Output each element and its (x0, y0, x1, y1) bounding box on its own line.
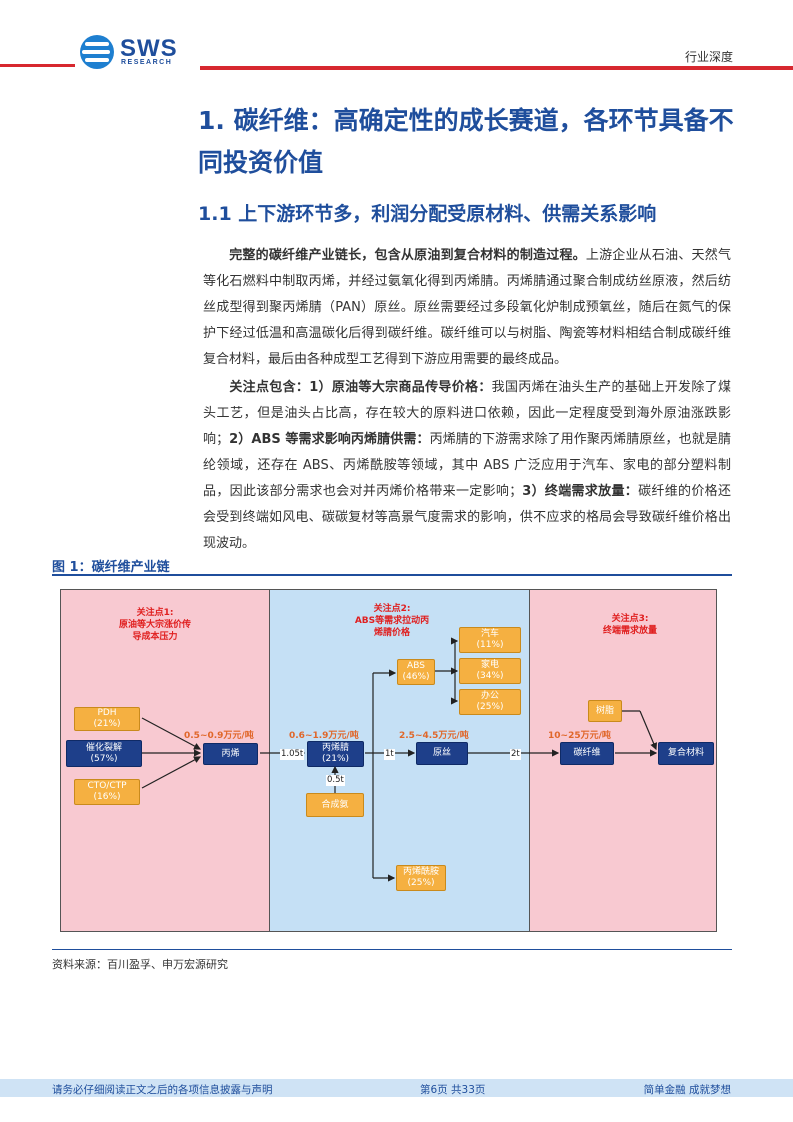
paragraph-text: 碳纤维的价格还会受到终端如风电、碳碳复材等高景气度需求的影响，供不应求的格局会导… (203, 484, 731, 551)
qty-ammonia: 0.5t (326, 775, 345, 786)
focus-point-1: 关注点1:原油等大宗涨价传导成本压力 (118, 608, 191, 642)
logo-globe-icon (80, 35, 114, 69)
figure-source: 资料来源：百川盈孚、申万宏源研究 (52, 958, 228, 971)
price-label-acrylonitrile: 0.6~1.9万元/吨 (289, 731, 359, 741)
node-catalytic-cracking: 催化裂解(57%) (66, 740, 142, 767)
node-pdh: PDH(21%) (74, 707, 140, 731)
disclaimer-note: 请务必仔细阅读正文之后的各项信息披露与声明 (52, 1084, 273, 1096)
page-header: SWS RESEARCH 行业深度 (0, 0, 793, 80)
paragraph-bold: 2）ABS 等需求影响丙烯腈供需： (229, 432, 430, 447)
node-abs: ABS(46%) (397, 659, 435, 685)
price-label-precursor: 2.5~4.5万元/吨 (399, 731, 469, 741)
logo-subtext: RESEARCH (121, 59, 173, 66)
paragraph-bold: 3）终端需求放量： (522, 484, 639, 499)
focus-point-3: 关注点3:终端需求放量 (602, 614, 657, 636)
node-home-appliance: 家电(34%) (459, 658, 521, 684)
paragraph-industry-chain: 完整的碳纤维产业链长，包含从原油到复合材料的制造过程。上游企业从石油、天然气等化… (203, 243, 731, 373)
logo-text: SWS (120, 35, 178, 62)
sws-logo: SWS RESEARCH (80, 35, 190, 71)
paragraph-lead: 完整的碳纤维产业链长，包含从原油到复合材料的制造过程。 (229, 248, 586, 263)
flow-arrows (141, 637, 658, 882)
node-acrylamide: 丙烯酰胺(25%) (396, 865, 446, 891)
header-divider-left (0, 64, 75, 67)
node-carbon-fiber: 碳纤维 (560, 742, 614, 765)
focus-point-2: 关注点2:ABS等需求拉动丙烯腈价格 (354, 604, 430, 638)
carbon-fiber-chain-diagram: 关注点1:原油等大宗涨价传导成本压力 关注点2:ABS等需求拉动丙烯腈价格 关注… (60, 589, 717, 932)
figure-title: 图 1：碳纤维产业链 (52, 560, 170, 575)
paragraph-text: 我国丙烯在油头生产的基础上开发除了煤头工艺，但是油头占比高，存在较大的原料进口依… (203, 380, 731, 447)
node-propylene: 丙烯 (203, 743, 258, 765)
node-cto-ctp: CTO/CTP(16%) (74, 779, 140, 805)
price-label-propylene: 0.5~0.9万元/吨 (184, 731, 254, 741)
paragraph-lead: 关注点包含：1）原油等大宗商品传导价格： (229, 380, 492, 395)
header-divider (200, 66, 793, 70)
figure-bottom-rule (52, 949, 732, 950)
node-automotive: 汽车(11%) (459, 627, 521, 653)
qty-propylene: 1.05t (280, 749, 305, 760)
price-label-carbon-fiber: 10~25万元/吨 (548, 731, 611, 741)
page-footer: 请务必仔细阅读正文之后的各项信息披露与声明 第6页 共33页 简单金融 成就梦想 (0, 1079, 793, 1097)
footer-slogan: 简单金融 成就梦想 (643, 1084, 731, 1096)
paragraph-text: 丙烯腈的下游需求除了用作聚丙烯腈原丝，也就是腈纶领域，还存在 ABS、丙烯酰胺等… (203, 432, 731, 499)
node-office: 办公(25%) (459, 689, 521, 715)
subsection-title: 1.1 上下游环节多，利润分配受原材料、供需关系影响 (198, 203, 657, 225)
report-type-tag: 行业深度 (684, 50, 733, 64)
qty-acrylonitrile: 1t (384, 749, 395, 760)
paragraph-focus-points: 关注点包含：1）原油等大宗商品传导价格：我国丙烯在油头生产的基础上开发除了煤头工… (203, 375, 731, 557)
page-number: 第6页 共33页 (420, 1084, 486, 1096)
qty-precursor: 2t (510, 749, 521, 760)
section-title: 1. 碳纤维：高确定性的成长赛道，各环节具备不同投资价值 (198, 106, 734, 177)
node-acrylonitrile: 丙烯腈(21%) (307, 741, 364, 767)
node-composite: 复合材料 (658, 742, 714, 765)
node-ammonia: 合成氨 (306, 793, 364, 817)
paragraph-body: 上游企业从石油、天然气等化石燃料中制取丙烯，并经过氨氧化得到丙烯腈。丙烯腈通过聚… (203, 248, 731, 367)
figure-top-rule (52, 574, 732, 576)
node-precursor: 原丝 (416, 742, 468, 765)
node-resin: 树脂 (588, 700, 622, 722)
